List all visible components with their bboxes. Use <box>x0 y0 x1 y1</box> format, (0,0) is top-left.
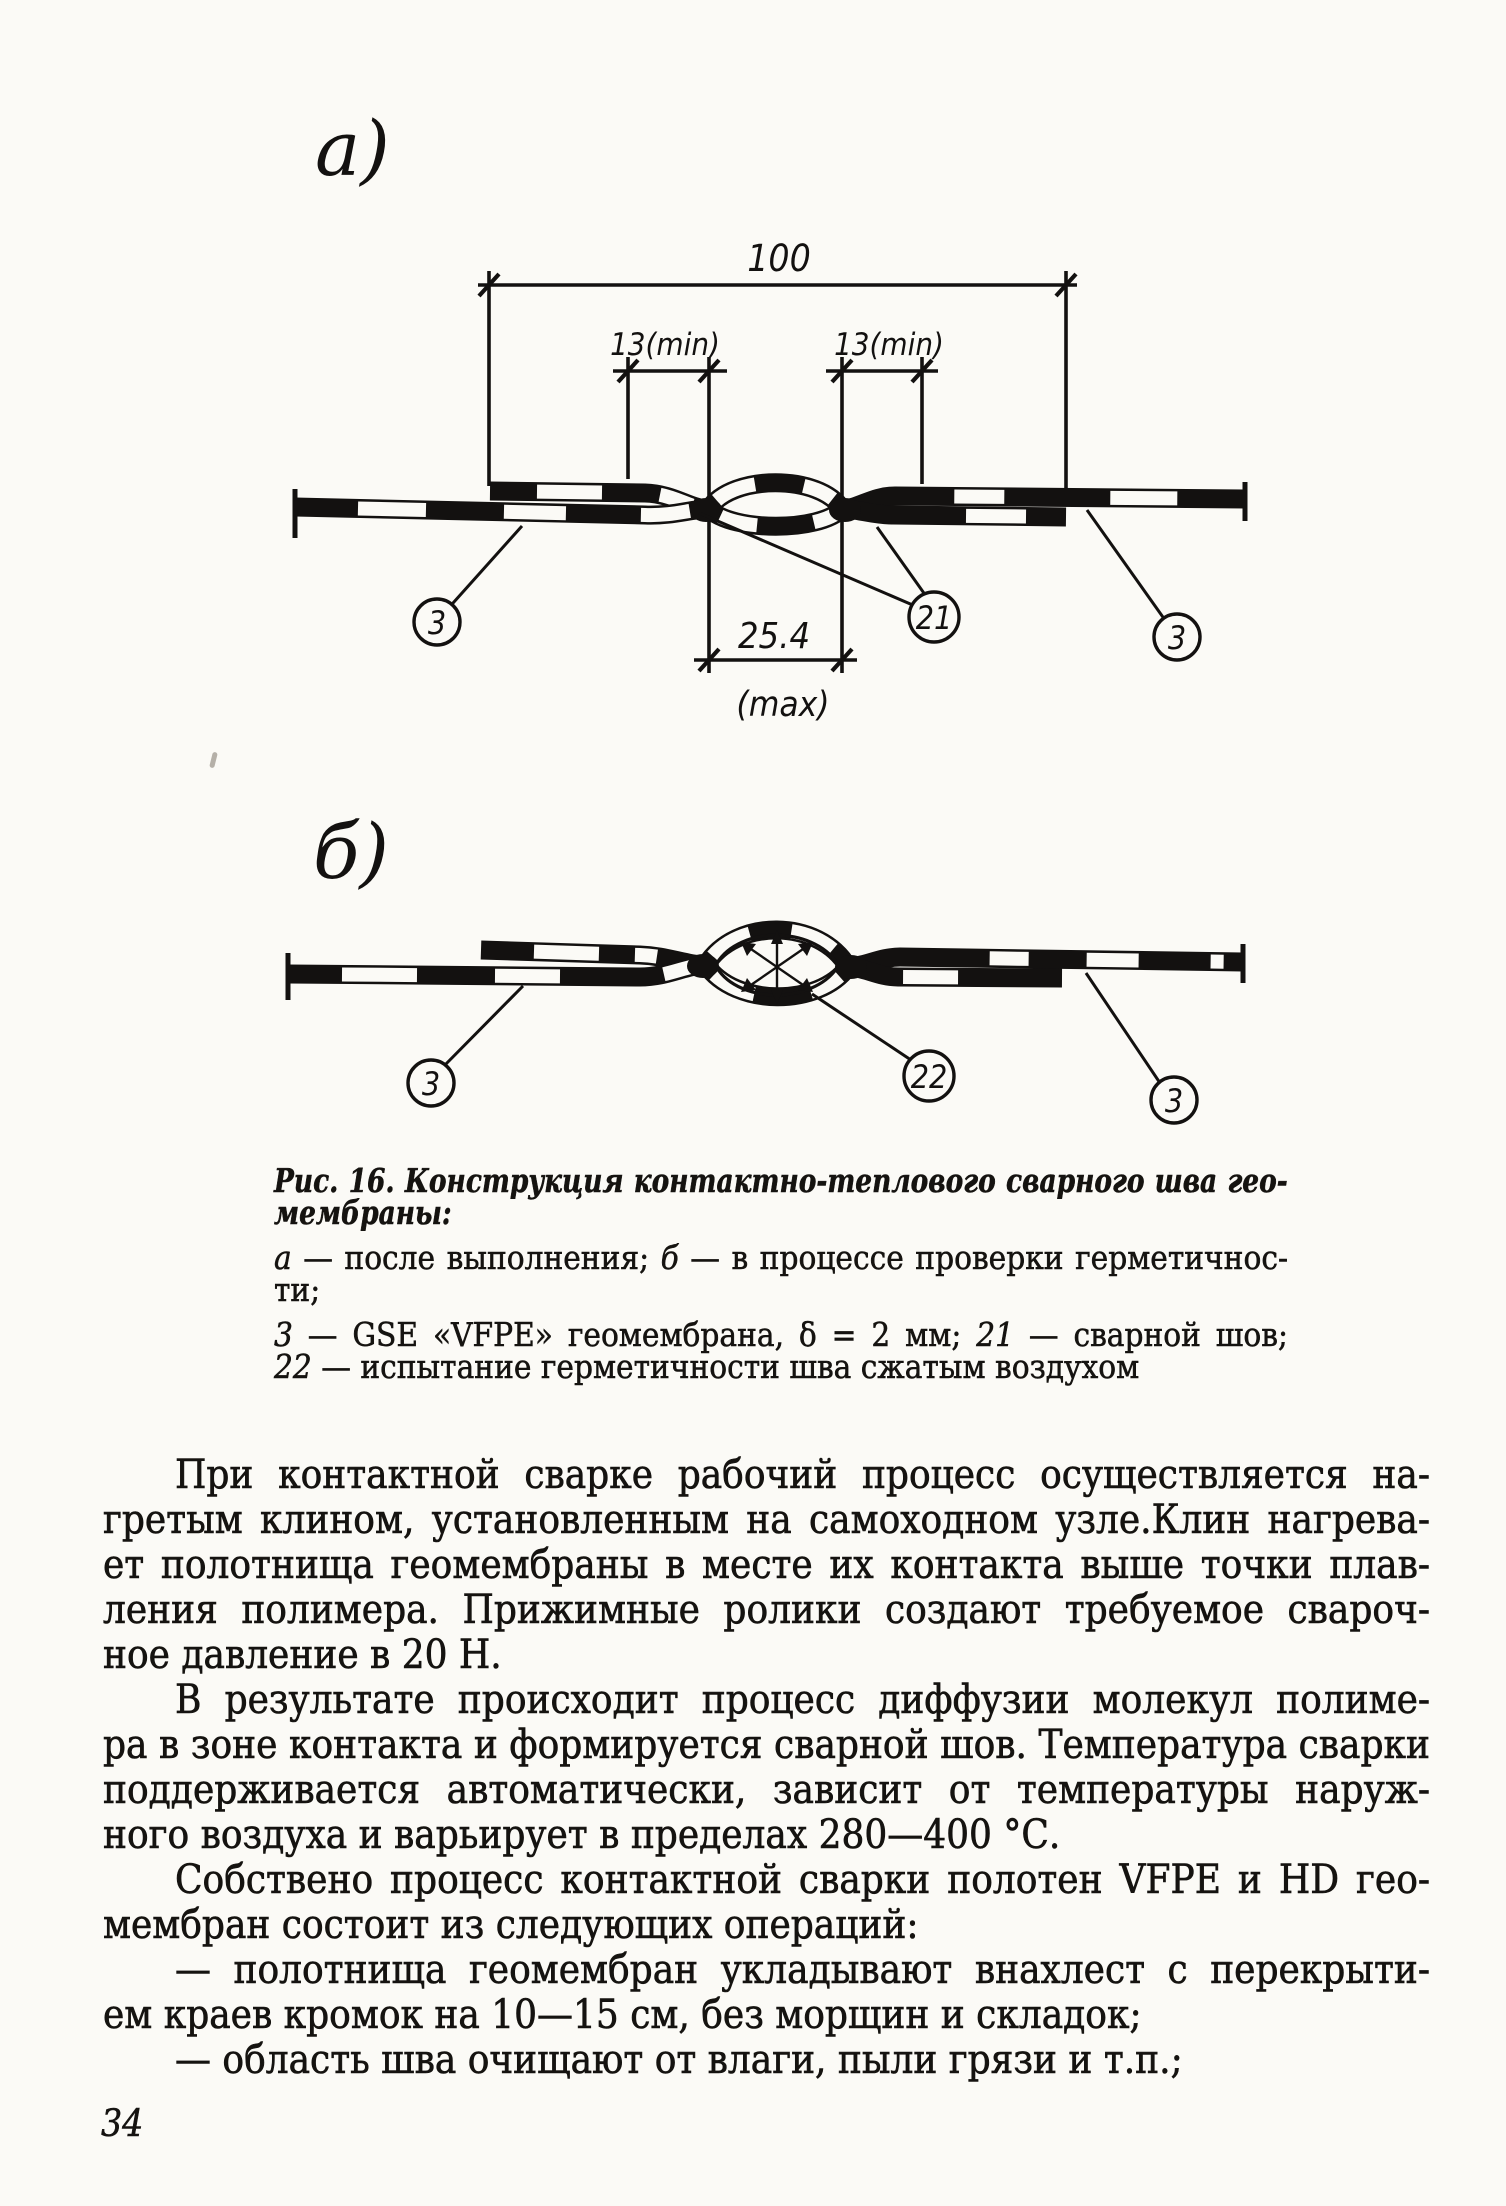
callout-circle <box>1152 612 1202 662</box>
body-line: ное давление в 20 Н. <box>103 1632 502 1678</box>
callout-circle <box>1149 1075 1199 1125</box>
dim-overall-100: 100 <box>477 237 1078 298</box>
body-line: — полотнища геомембран укладывают внахле… <box>175 1947 1431 1993</box>
dim-channel-25-4: 25.4 (max) <box>694 616 857 725</box>
dim-channel-value: 25.4 <box>738 616 810 657</box>
caption-key-ab: а — после выполнения; б — в процессе про… <box>274 1238 1289 1309</box>
compressed-air-arrows <box>741 930 813 1004</box>
callout-circle <box>412 597 462 647</box>
callout-a-weld-21: 21 <box>698 511 961 644</box>
callout-b-air-value: 22 <box>911 1058 948 1096</box>
callout-b-left-value: 3 <box>422 1065 440 1103</box>
membrane-a-end-ticks <box>292 482 1248 538</box>
callout-circle <box>907 590 961 644</box>
figure-b-drawing: 3 22 3 <box>285 920 1246 1125</box>
dim-weld-right-13min: 13(min) <box>826 327 944 384</box>
figure-caption: Рис. 16. Конструкция контактно-теплового… <box>274 1161 1289 1396</box>
caption-title-line-2: мембраны: <box>274 1193 452 1232</box>
callout-b-right-3: 3 <box>1084 972 1199 1125</box>
body-text: При контактной сварке рабочий процесс ос… <box>103 1452 1431 2083</box>
dim-overall-value: 100 <box>747 237 811 280</box>
callout-b-air-22: 22 <box>811 992 956 1103</box>
body-line: ления полимера. Прижимные ролики создают… <box>103 1587 1431 1633</box>
weld-knots-b <box>687 954 867 979</box>
body-line: — область шва очищают от влаги, пыли гря… <box>175 2037 1183 2083</box>
body-line: ного воздуха и варьирует в пределах 280—… <box>103 1812 1061 1858</box>
dim-channel-qualifier: (max) <box>736 685 829 725</box>
dim-weld-left-value: 13(min) <box>610 327 720 363</box>
body-line: ра в зоне контакта и формируется сварной… <box>103 1722 1431 1768</box>
body-line: В результате происходит процесс диффузии… <box>175 1677 1431 1723</box>
dim-weld-left-13min: 13(min) <box>610 327 727 384</box>
membrane-b-end-ticks <box>285 944 1246 1000</box>
body-line: Собствено процесс контактной сварки поло… <box>175 1857 1431 1903</box>
page-number: 34 <box>101 2102 144 2145</box>
callout-a-right-value: 3 <box>1168 619 1186 657</box>
callout-a-left-3: 3 <box>412 524 524 647</box>
caption-key-numbers-line-2: 22 — испытание герметичности шва сжатым … <box>274 1347 1140 1386</box>
body-line: ем краев кромок на 10—15 см, без морщин … <box>103 1992 1142 2038</box>
caption-key-numbers-line-1: 3 — GSE «VFPE» геомембрана, δ = 2 мм; 21… <box>274 1315 1288 1354</box>
body-line: При контактной сварке рабочий процесс ос… <box>175 1452 1431 1498</box>
weld-knots-a <box>690 498 861 522</box>
callout-a-right-3: 3 <box>1085 509 1202 662</box>
membrane-b-lower-sheet <box>287 955 1063 1007</box>
callout-circle <box>902 1049 956 1103</box>
body-line: мембран состоит из следующих операций: <box>103 1902 919 1948</box>
body-line: гретым клином, установленным на самоходн… <box>103 1497 1431 1543</box>
callout-a-left-value: 3 <box>428 604 446 642</box>
figure-a-extension-lines <box>487 271 1068 673</box>
callout-circle <box>406 1058 456 1108</box>
caption-key-numbers: 3 — GSE «VFPE» геомембрана, δ = 2 мм; 21… <box>274 1315 1288 1386</box>
body-line: поддерживается автоматически, зависит от… <box>103 1767 1431 1813</box>
caption-key-ab-line-2: ти; <box>274 1270 321 1309</box>
caption-key-ab-line-1: а — после выполнения; б — в процессе про… <box>274 1238 1288 1277</box>
callout-b-left-3: 3 <box>406 984 525 1108</box>
callout-a-weld-value: 21 <box>916 599 953 637</box>
figure-a-drawing: 100 13(min) 13(min) 25.4 (max) <box>292 237 1248 725</box>
caption-title: Рис. 16. Конструкция контактно-теплового… <box>274 1161 1288 1232</box>
dim-weld-right-value: 13(min) <box>834 327 944 363</box>
figure-b-label: б) <box>313 807 390 896</box>
figure-a-label: а) <box>315 104 390 193</box>
body-line: ет полотнища геомембраны в месте их конт… <box>103 1542 1431 1588</box>
membrane-a-lower-sheet <box>294 497 1067 536</box>
callout-b-right-value: 3 <box>1165 1082 1183 1120</box>
caption-title-line-1: Рис. 16. Конструкция контактно-теплового… <box>274 1161 1288 1200</box>
